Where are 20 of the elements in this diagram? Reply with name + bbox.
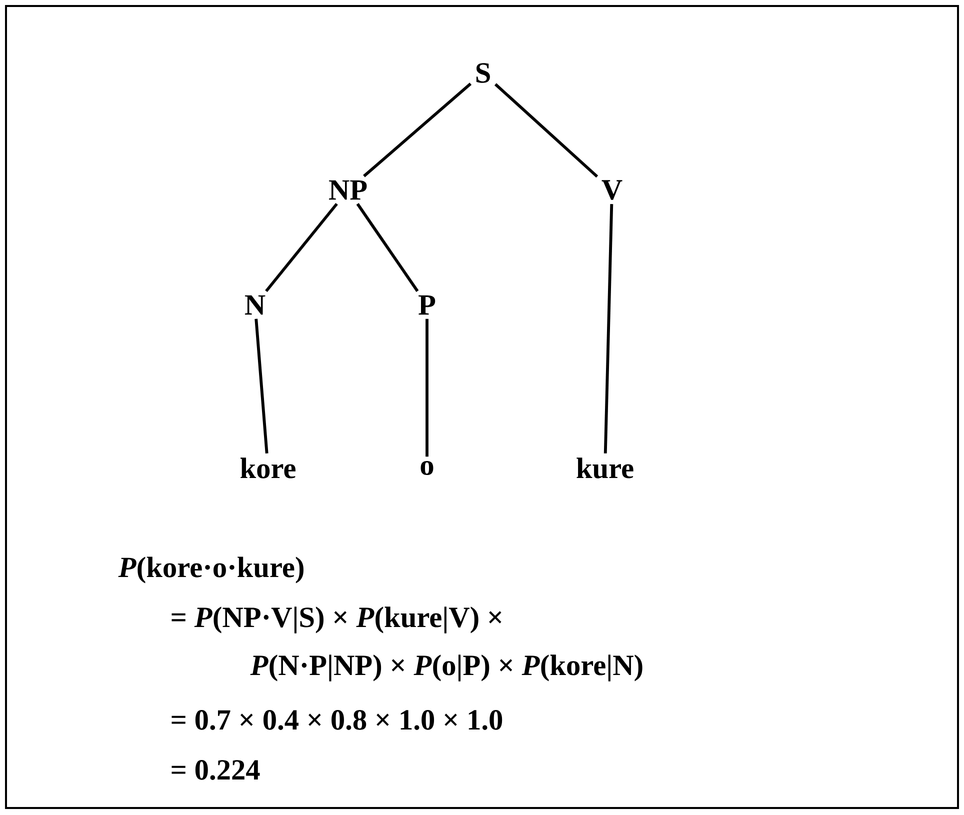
- formula-line: P(kore·o·kure): [118, 556, 304, 584]
- tree-branch: [363, 82, 472, 178]
- tree-branch: [356, 203, 419, 292]
- tree-branch: [426, 318, 428, 457]
- tree-branch: [604, 204, 614, 454]
- formula-line: P(N·P|NP) × P(o|P) × P(kore|N): [250, 654, 642, 682]
- tree-label: S: [476, 63, 490, 83]
- tree-label: P: [418, 295, 436, 315]
- tree-label: kure: [576, 458, 634, 478]
- tree-label: N: [244, 295, 266, 315]
- tree-branch: [254, 318, 268, 454]
- tree-label: V: [602, 180, 622, 200]
- tree-label: kore: [240, 458, 296, 478]
- formula-line: = 0.7 × 0.4 × 0.8 × 1.0 × 1.0: [172, 710, 502, 730]
- formula-line: = P(NP·V|S) × P(kure|V) ×: [172, 606, 502, 634]
- tree-label: NP: [329, 180, 367, 200]
- tree-label: o: [420, 460, 434, 476]
- tree-branch: [494, 83, 598, 178]
- formula-line: = 0.224: [172, 760, 260, 780]
- tree-branch: [265, 202, 338, 292]
